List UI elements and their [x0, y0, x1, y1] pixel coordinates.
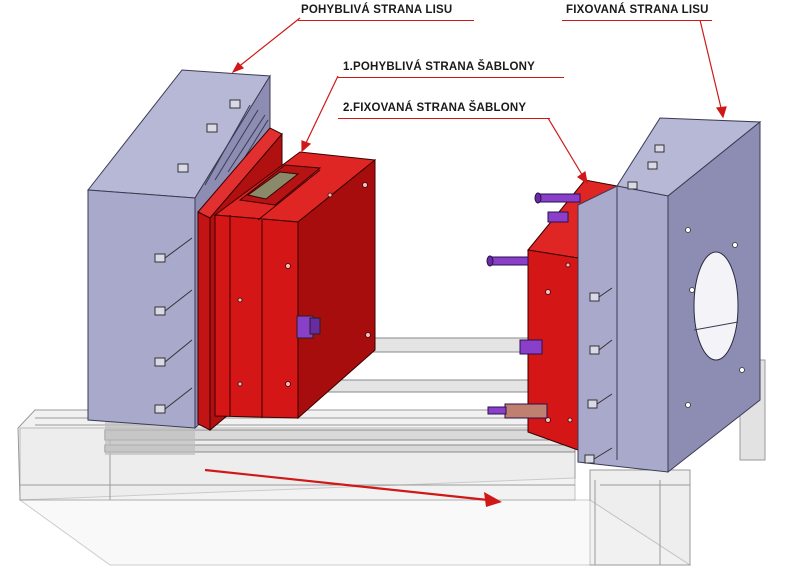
label-movable-mold-side: 1.POHYBLIVÁ STRANA ŠABLONY — [343, 61, 535, 73]
guide-pins — [486, 192, 581, 419]
platen-shadow — [105, 420, 195, 455]
leader-lines — [231, 17, 727, 185]
movable-mold-screws — [237, 182, 371, 387]
fixed-press-platen — [577, 117, 762, 474]
fixed-platen-holes — [685, 227, 745, 408]
platen-bolts-left — [154, 99, 241, 414]
label-fixed-press-side: FIXOVANÁ STRANA LISU — [566, 4, 709, 16]
movement-arrow — [204, 468, 502, 507]
movable-mold-half — [197, 127, 377, 432]
label-underline — [298, 20, 474, 21]
fixed-mold-screws — [545, 262, 573, 423]
label-underline — [562, 20, 712, 21]
label-underline — [338, 77, 564, 78]
platen-bolts-right — [584, 144, 665, 464]
label-underline — [338, 118, 550, 119]
label-fixed-mold-side: 2.FIXOVANÁ STRANA ŠABLONY — [343, 102, 527, 114]
movable-mold-lock — [296, 315, 321, 339]
label-movable-press-side: POHYBLIVÁ STRANA LISU — [301, 4, 453, 16]
